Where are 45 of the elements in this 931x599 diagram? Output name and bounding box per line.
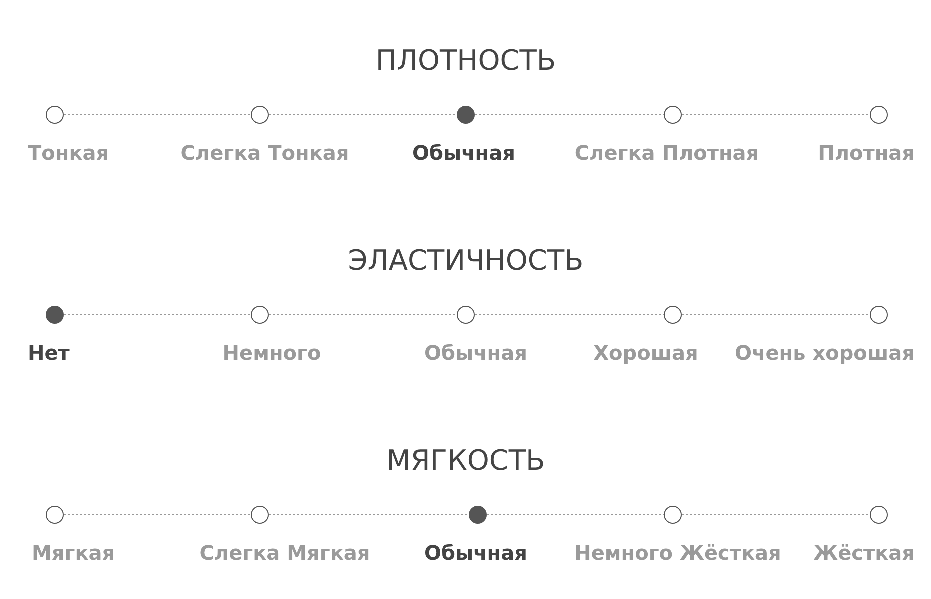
rating-circle	[469, 506, 487, 524]
dotted-line	[268, 114, 458, 116]
dotted-line	[268, 514, 470, 516]
option-label: Жёсткая	[814, 541, 915, 565]
rating-circle	[251, 106, 269, 124]
option-label: Обычная	[424, 541, 528, 565]
rating-circle	[46, 506, 64, 524]
option-label: Хорошая	[594, 341, 698, 365]
dotted-line	[682, 314, 870, 316]
rating-circle	[664, 106, 682, 124]
option-label: Обычная	[412, 141, 516, 165]
rating-circle	[251, 506, 269, 524]
dotted-line	[64, 114, 252, 116]
dotted-line	[64, 314, 252, 316]
rating-circle	[457, 106, 475, 124]
dotted-line	[486, 514, 664, 516]
rating-circle	[457, 306, 475, 324]
dotted-line	[268, 314, 458, 316]
scale-title: ПЛОТНОСТЬ	[376, 44, 556, 78]
dotted-line	[682, 114, 870, 116]
rating-circle	[46, 306, 64, 324]
rating-circle	[664, 506, 682, 524]
rating-circle	[870, 106, 888, 124]
dotted-line	[64, 514, 252, 516]
rating-circle	[251, 306, 269, 324]
scale-title: МЯГКОСТЬ	[386, 444, 546, 478]
option-label: Плотная	[818, 141, 915, 165]
rating-circle	[664, 306, 682, 324]
option-label: Нет	[28, 341, 70, 365]
dotted-line	[474, 314, 664, 316]
option-label: Слегка Мягкая	[200, 541, 370, 565]
rating-circle	[46, 106, 64, 124]
scale-title: ЭЛАСТИЧНОСТЬ	[348, 244, 584, 278]
dotted-line	[474, 114, 664, 116]
rating-circle	[870, 506, 888, 524]
option-label: Обычная	[424, 341, 528, 365]
option-label: Мягкая	[32, 541, 116, 565]
option-label: Слегка Тонкая	[180, 141, 350, 165]
option-label: Тонкая	[28, 141, 110, 165]
option-label: Слегка Плотная	[574, 141, 760, 165]
option-label: Очень хорошая	[735, 341, 915, 365]
rating-circle	[870, 306, 888, 324]
option-label: Немного Жёсткая	[574, 541, 782, 565]
option-label: Немного	[222, 341, 322, 365]
dotted-line	[682, 514, 870, 516]
